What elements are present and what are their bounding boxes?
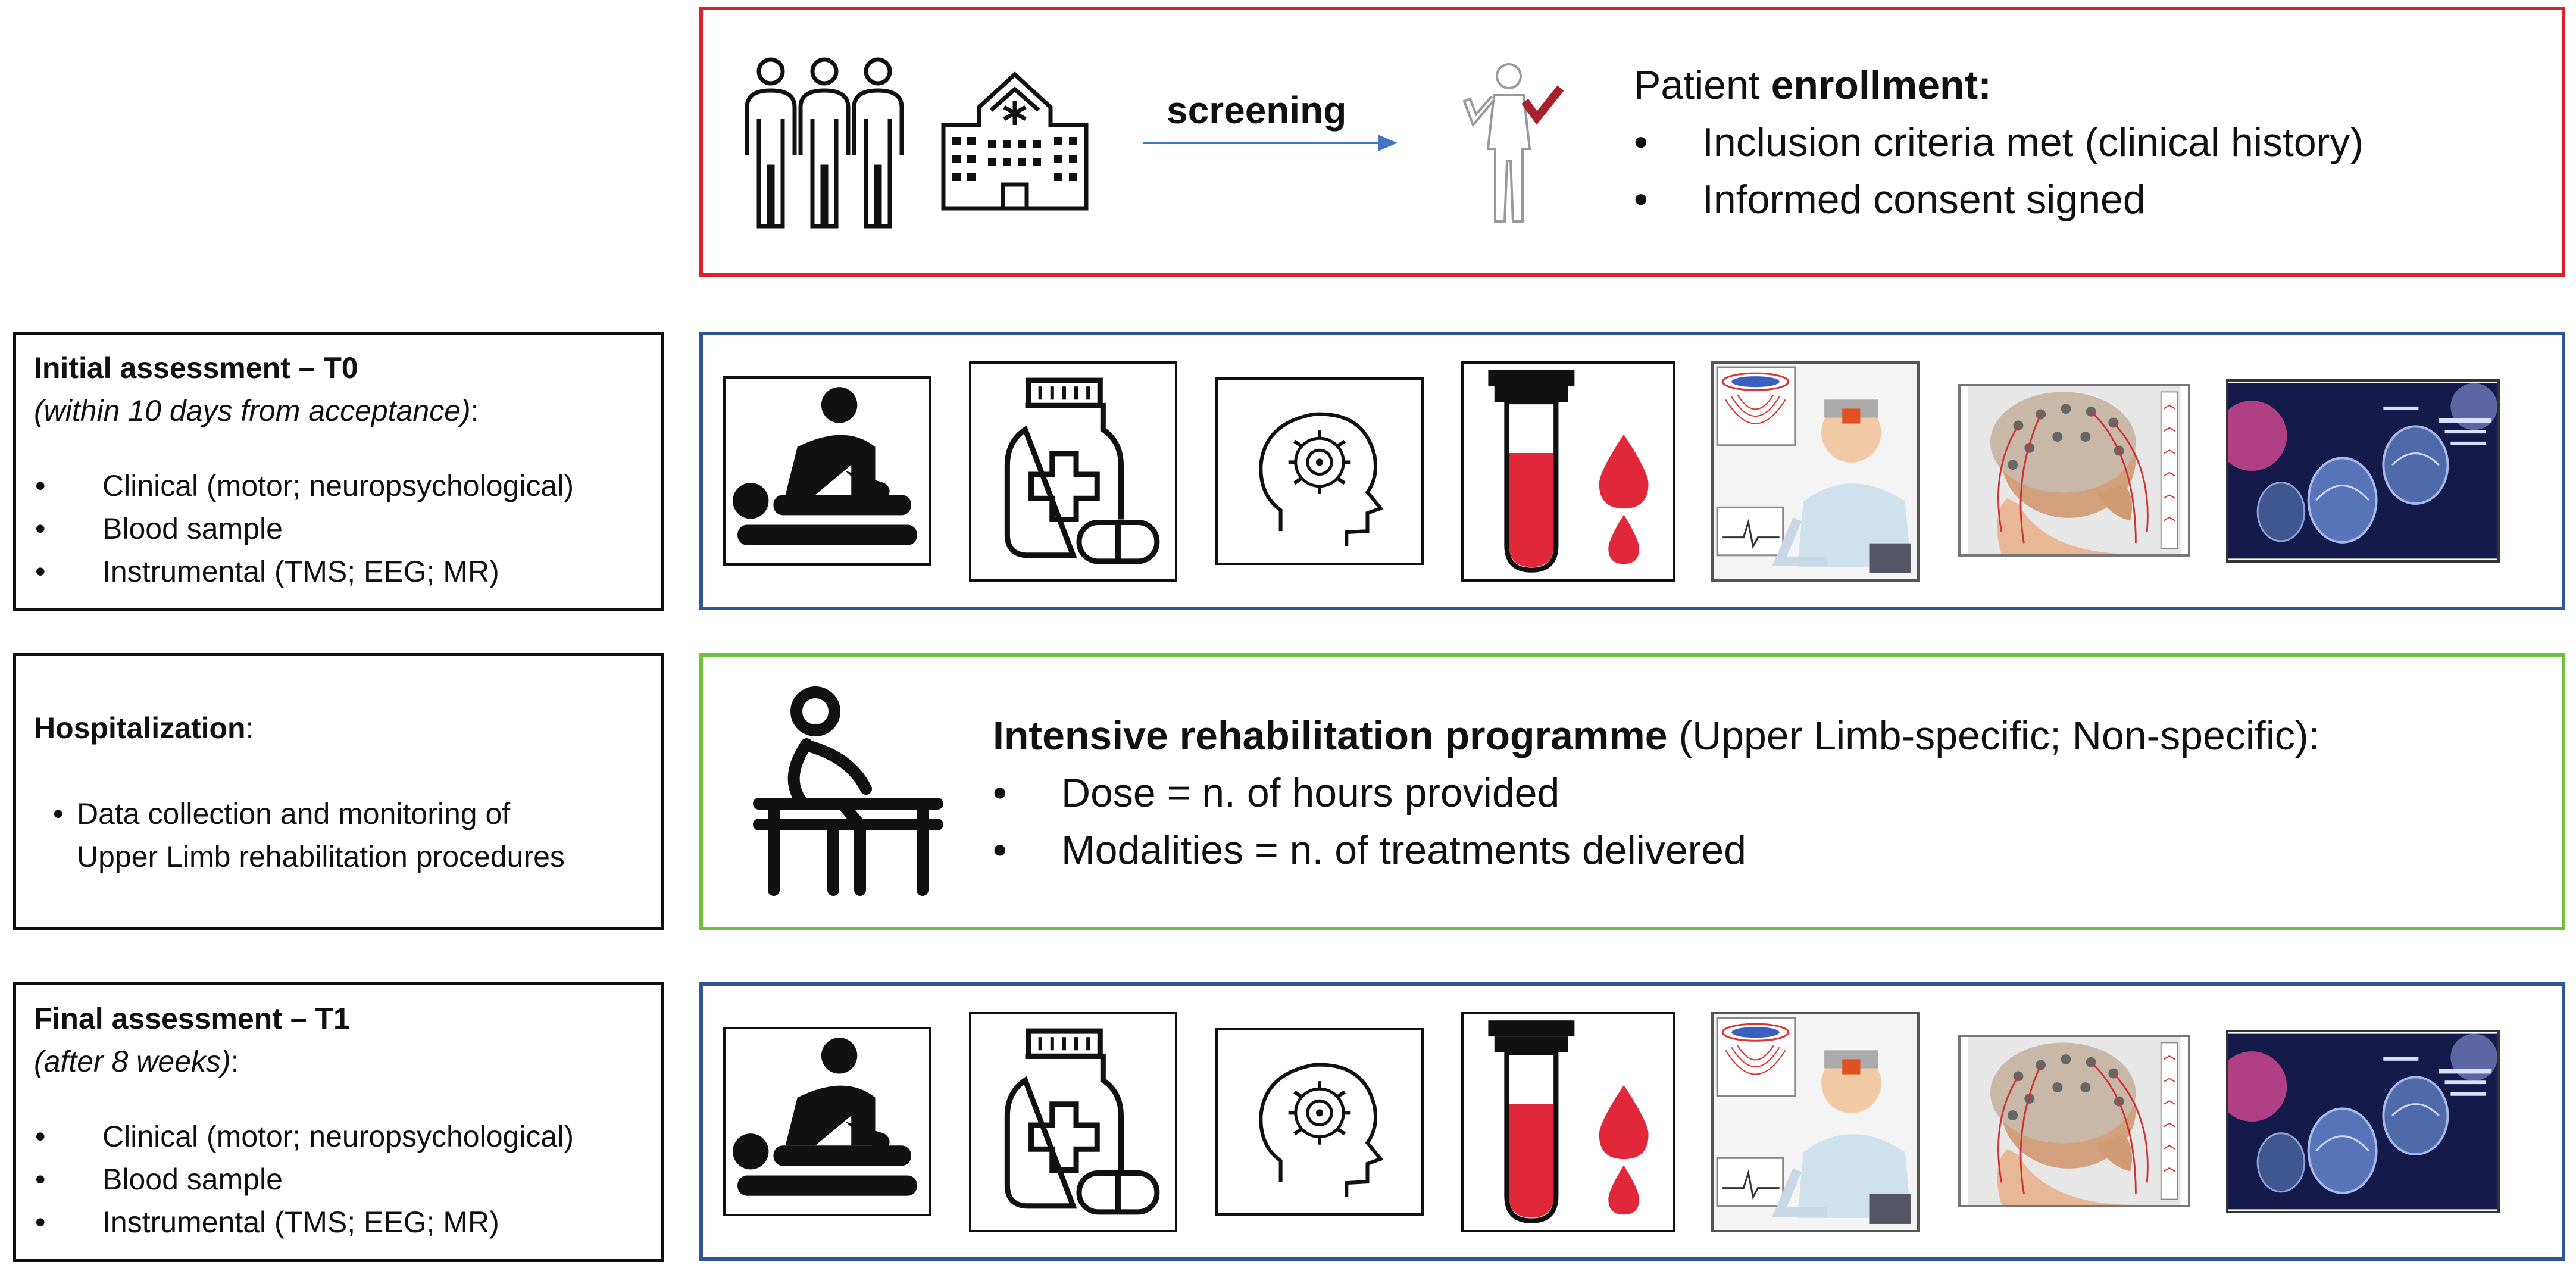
initial-assessment-title: Initial assessment – T0 xyxy=(34,351,358,385)
enrollment-text: Patient enrollment: Inclusion criteria m… xyxy=(1634,57,2364,228)
screening-arrow xyxy=(1143,135,1398,151)
final-assessment-title: Final assessment – T1 xyxy=(34,1002,350,1035)
patient-check-icon xyxy=(1462,63,1564,223)
initial-assessment-box: Initial assessment – T0 (within 10 days … xyxy=(13,332,664,611)
list-item: Clinical (motor; neuropsychological) xyxy=(16,464,643,507)
blood-test-icon xyxy=(1461,1012,1675,1232)
hospitalization-box: Hospitalization: Data collection and mon… xyxy=(13,653,664,930)
rehabilitation-title: Intensive rehabilitation programme (Uppe… xyxy=(993,713,2320,758)
eeg-icon xyxy=(1958,1035,2190,1207)
blood-test-icon xyxy=(1461,361,1675,582)
rehabilitation-text: Intensive rehabilitation programme (Uppe… xyxy=(993,707,2319,879)
rehabilitation-icon xyxy=(753,686,943,896)
physiotherapy-icon xyxy=(723,1027,931,1216)
rehabilitation-bullet: Modalities = n. of treatments delivered xyxy=(993,822,2319,879)
list-item: Blood sample xyxy=(16,507,643,550)
enrollment-title: Patient enrollment: xyxy=(1634,63,1992,108)
brain-cognition-icon xyxy=(1215,1028,1424,1216)
physiotherapy-icon xyxy=(723,376,931,566)
final-assessment-subtitle: (after 8 weeks) xyxy=(34,1045,231,1078)
list-item: Clinical (motor; neuropsychological) xyxy=(16,1115,643,1158)
tms-icon xyxy=(1711,361,1920,582)
medication-icon xyxy=(969,361,1177,582)
medication-icon xyxy=(969,1012,1177,1232)
initial-assessment-subtitle: (within 10 days from acceptance) xyxy=(34,394,471,427)
tms-icon xyxy=(1711,1012,1920,1232)
list-item: Instrumental (TMS; EEG; MR) xyxy=(16,1201,643,1244)
hospital-icon xyxy=(941,71,1089,211)
list-item: Data collection and monitoring of Upper … xyxy=(34,792,643,878)
hospitalization-title: Hospitalization xyxy=(34,711,246,745)
eeg-icon xyxy=(1958,384,2190,557)
mri-icon xyxy=(2226,1030,2500,1213)
enrollment-bullet: Informed consent signed xyxy=(1634,171,2364,228)
final-assessment-box: Final assessment – T1 (after 8 weeks): C… xyxy=(13,982,664,1262)
enrollment-bullet: Inclusion criteria met (clinical history… xyxy=(1634,114,2364,171)
rehabilitation-bullet: Dose = n. of hours provided xyxy=(993,764,2319,822)
people-icon xyxy=(745,57,904,229)
list-item: Instrumental (TMS; EEG; MR) xyxy=(16,550,643,593)
screening-label: screening xyxy=(1167,89,1347,132)
list-item: Blood sample xyxy=(16,1158,643,1201)
mri-icon xyxy=(2226,379,2500,563)
brain-cognition-icon xyxy=(1215,377,1424,565)
